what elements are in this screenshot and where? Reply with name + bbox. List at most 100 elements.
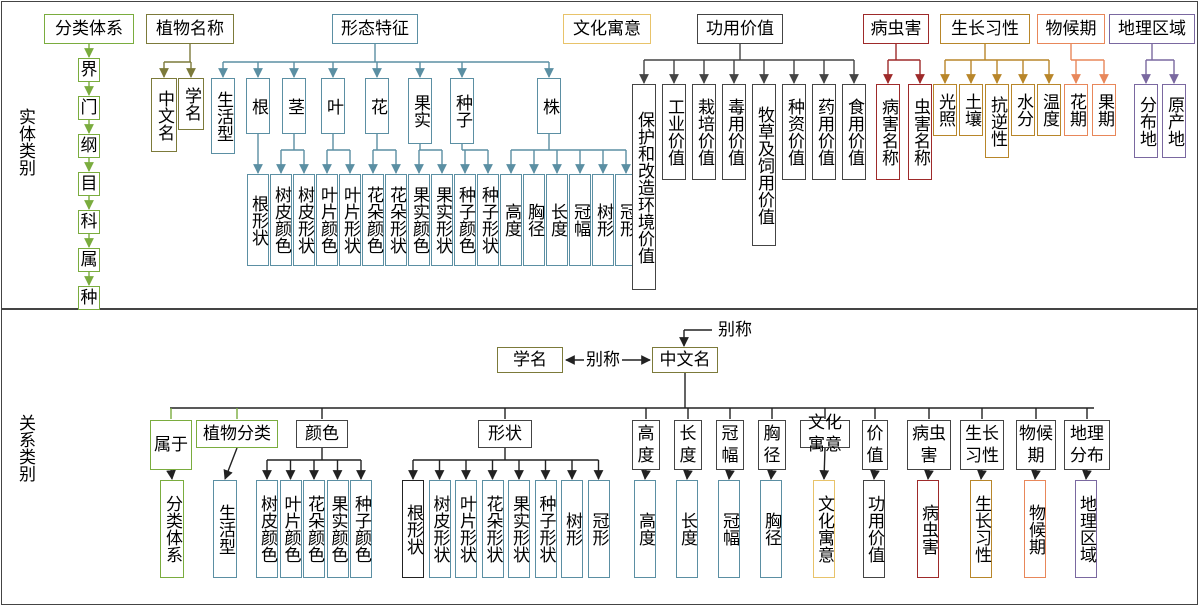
morph-attr-node: 果实形状 (431, 174, 453, 266)
relation-group-node: 冠幅 (716, 420, 744, 470)
growth-child-node: 光照 (933, 84, 957, 136)
relation-group-node: 价值 (862, 420, 888, 470)
relation-target-node: 果实颜色 (326, 480, 349, 578)
morph-part-node: 茎 (282, 78, 306, 134)
pest-node: 病虫害 (863, 14, 929, 44)
connector-90 (223, 447, 238, 480)
region-node: 地理区域 (1109, 14, 1195, 44)
relation-group-node: 胸径 (758, 420, 786, 470)
relation-target-node: 高度 (634, 480, 656, 578)
region-child-node: 分布地 (1134, 84, 1158, 158)
morph-attr-node: 冠幅 (569, 174, 591, 266)
relation-group-node: 属于 (150, 420, 192, 470)
morph-part-node: 根 (246, 78, 270, 134)
connector-115 (725, 469, 735, 480)
morph-part-node: 种子 (450, 78, 474, 144)
relation-target-node: 生长习性 (970, 480, 992, 578)
culture-node: 文化寓意 (563, 14, 651, 44)
connector-123 (924, 469, 934, 480)
growth-habit-node: 生长习性 (940, 14, 1030, 44)
function-value-child-node: 工业价值 (662, 84, 686, 180)
growth-child-node: 水分 (1011, 84, 1035, 136)
relation-target-node: 胸径 (760, 480, 782, 578)
taxonomy-level-node: 属 (78, 248, 100, 272)
relation-group-node: 颜色 (296, 420, 348, 448)
relation-target-node: 物候期 (1024, 480, 1046, 578)
taxonomy-level-node: 门 (78, 96, 100, 120)
phenology-node: 物候期 (1037, 14, 1105, 44)
relation-target-node: 叶片形状 (455, 480, 477, 578)
phenology-child-node: 果期 (1092, 84, 1116, 136)
morph-part-node: 花 (365, 78, 389, 134)
region-child-node: 原产地 (1162, 84, 1186, 158)
morph-attr-node: 种子形状 (477, 174, 499, 266)
relation-group-node: 文化寓意 (800, 413, 850, 455)
relation-target-node: 文化寓意 (813, 480, 835, 578)
relation-group-node: 病虫害 (907, 420, 951, 470)
relation-target-node: 树形 (561, 480, 583, 578)
morph-attr-node: 树形 (592, 174, 614, 266)
morph-attr-node: 叶片形状 (339, 174, 361, 266)
relation-target-node: 分类体系 (160, 480, 184, 578)
relation-panel (1, 309, 1198, 605)
relation-target-node: 树皮形状 (428, 480, 451, 578)
relation-target-node: 病虫害 (917, 480, 939, 578)
connector-119 (819, 447, 830, 480)
relation-group-node: 生长习性 (960, 420, 1004, 470)
scientific-name-node: 学名 (178, 78, 204, 130)
relation-target-node: 冠幅 (718, 480, 740, 578)
morph-attr-node: 高度 (500, 174, 522, 266)
connector-121 (870, 469, 880, 480)
taxonomy-root-node: 分类体系 (44, 14, 134, 44)
morph-attr-node: 花朵形状 (385, 174, 407, 266)
chinese-name-node: 中文名 (151, 78, 177, 152)
relation-target-node: 根形状 (402, 480, 424, 578)
connector-127 (1031, 469, 1041, 480)
morph-part-node: 果实 (408, 78, 432, 144)
connector-113 (683, 469, 693, 480)
relation-panel-label: 关系类别 (15, 414, 35, 482)
relation-target-node: 叶片颜色 (279, 480, 302, 578)
function-value-child-node: 药用价值 (812, 84, 836, 180)
taxonomy-level-node: 界 (78, 58, 100, 82)
function-value-child-node: 毒用价值 (722, 84, 746, 180)
relation-target-node: 种子形状 (534, 480, 557, 578)
morph-attr-node: 树皮颜色 (270, 174, 292, 266)
morph-attr-node: 树皮形状 (293, 174, 315, 266)
morph-attr-node: 花朵颜色 (362, 174, 384, 266)
morph-attr-node: 胸径 (523, 174, 545, 266)
connector-111 (641, 469, 651, 480)
morph-attr-node: 种子颜色 (454, 174, 476, 266)
function-value-child-node: 食用价值 (842, 84, 866, 180)
function-value-node: 功用价值 (697, 14, 783, 44)
morph-attr-node: 叶片颜色 (316, 174, 338, 266)
morph-attr-node: 根形状 (247, 174, 269, 266)
relation-target-node: 长度 (676, 480, 698, 578)
relation-target-node: 花朵形状 (481, 480, 504, 578)
growth-child-node: 土壤 (959, 84, 983, 136)
taxonomy-level-node: 纲 (78, 134, 100, 158)
relation-target-node: 树皮颜色 (256, 480, 278, 578)
morph-part-node: 生活型 (211, 78, 235, 154)
morphology-node: 形态特征 (332, 14, 418, 44)
relation-group-node: 长度 (674, 420, 702, 470)
phenology-child-node: 花期 (1064, 84, 1088, 136)
function-value-child-node: 牧草及饲用价值 (752, 84, 776, 246)
function-value-child-node: 种资价值 (782, 84, 806, 180)
connector-125 (977, 469, 987, 480)
relation-target-node: 功用价值 (863, 480, 885, 578)
connector-88 (166, 469, 176, 480)
relation-target-node: 种子颜色 (350, 480, 372, 578)
morph-attr-node: 长度 (546, 174, 568, 266)
morph-part-node: 叶 (321, 78, 345, 134)
relation-group-node: 高度 (632, 420, 660, 470)
relation-target-node: 果实形状 (508, 480, 530, 578)
entity-panel (1, 1, 1198, 309)
growth-child-node: 温度 (1037, 84, 1061, 136)
relation-target-node: 地理区域 (1075, 480, 1097, 578)
connector-117 (767, 469, 777, 480)
alias-self-edge-label: 别称 (716, 319, 754, 341)
relation-group-node: 地理分布 (1064, 420, 1110, 470)
relation-group-node: 形状 (478, 420, 532, 448)
